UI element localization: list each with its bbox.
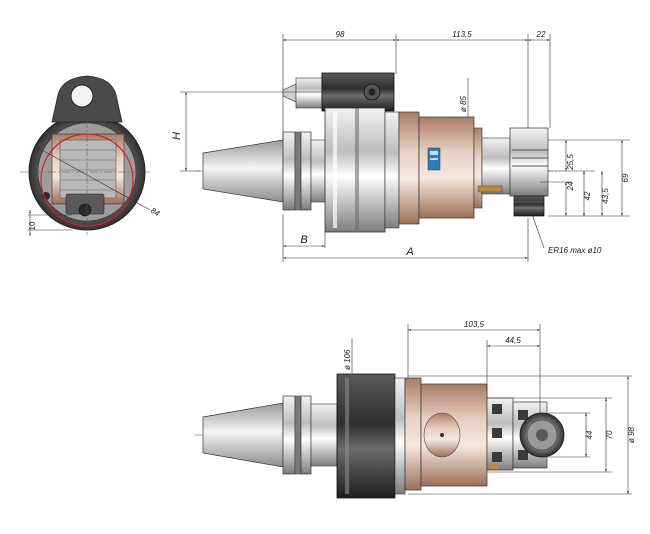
dim-22: 22 [536,30,546,39]
flange [282,131,296,211]
collet-label: ER16 max ø10 [548,246,602,255]
dim-84: 84 [149,206,162,219]
clamp-block [321,72,395,112]
dim-10: 10 [28,221,37,230]
dim-69: 69 [621,173,630,182]
dim-d85: ø 85 [459,95,468,112]
collet-nut [513,195,545,217]
end-view: 10 84 [20,75,162,236]
taper-cone [202,139,284,203]
dim-H: H [171,132,183,140]
dim-44-5: 44,5 [505,336,521,345]
dim-43-5: 43,5 [601,188,610,204]
dim-A: A [405,246,413,258]
dim-B: B [300,234,307,246]
dim-d106: ø 106 [343,349,352,370]
dim-d98: ø 98 [627,426,636,443]
dim-24: 24 [566,181,575,191]
dim-42: 42 [583,191,592,200]
taper-cone-bottom [202,402,284,468]
bronze-head [398,111,420,225]
dim-98: 98 [336,30,345,39]
dim-70: 70 [605,430,614,439]
dim-44: 44 [585,430,594,439]
side-view-top: 98 113,5 22 ø 85 H B A 25,5 24 [171,30,630,262]
dim-113-5: 113,5 [452,30,472,39]
side-view-bottom: 103,5 44,5 ø 106 44 70 ø 98 [195,320,636,499]
dim-25-5: 25,5 [566,154,575,171]
dim-103-5: 103,5 [464,320,485,329]
